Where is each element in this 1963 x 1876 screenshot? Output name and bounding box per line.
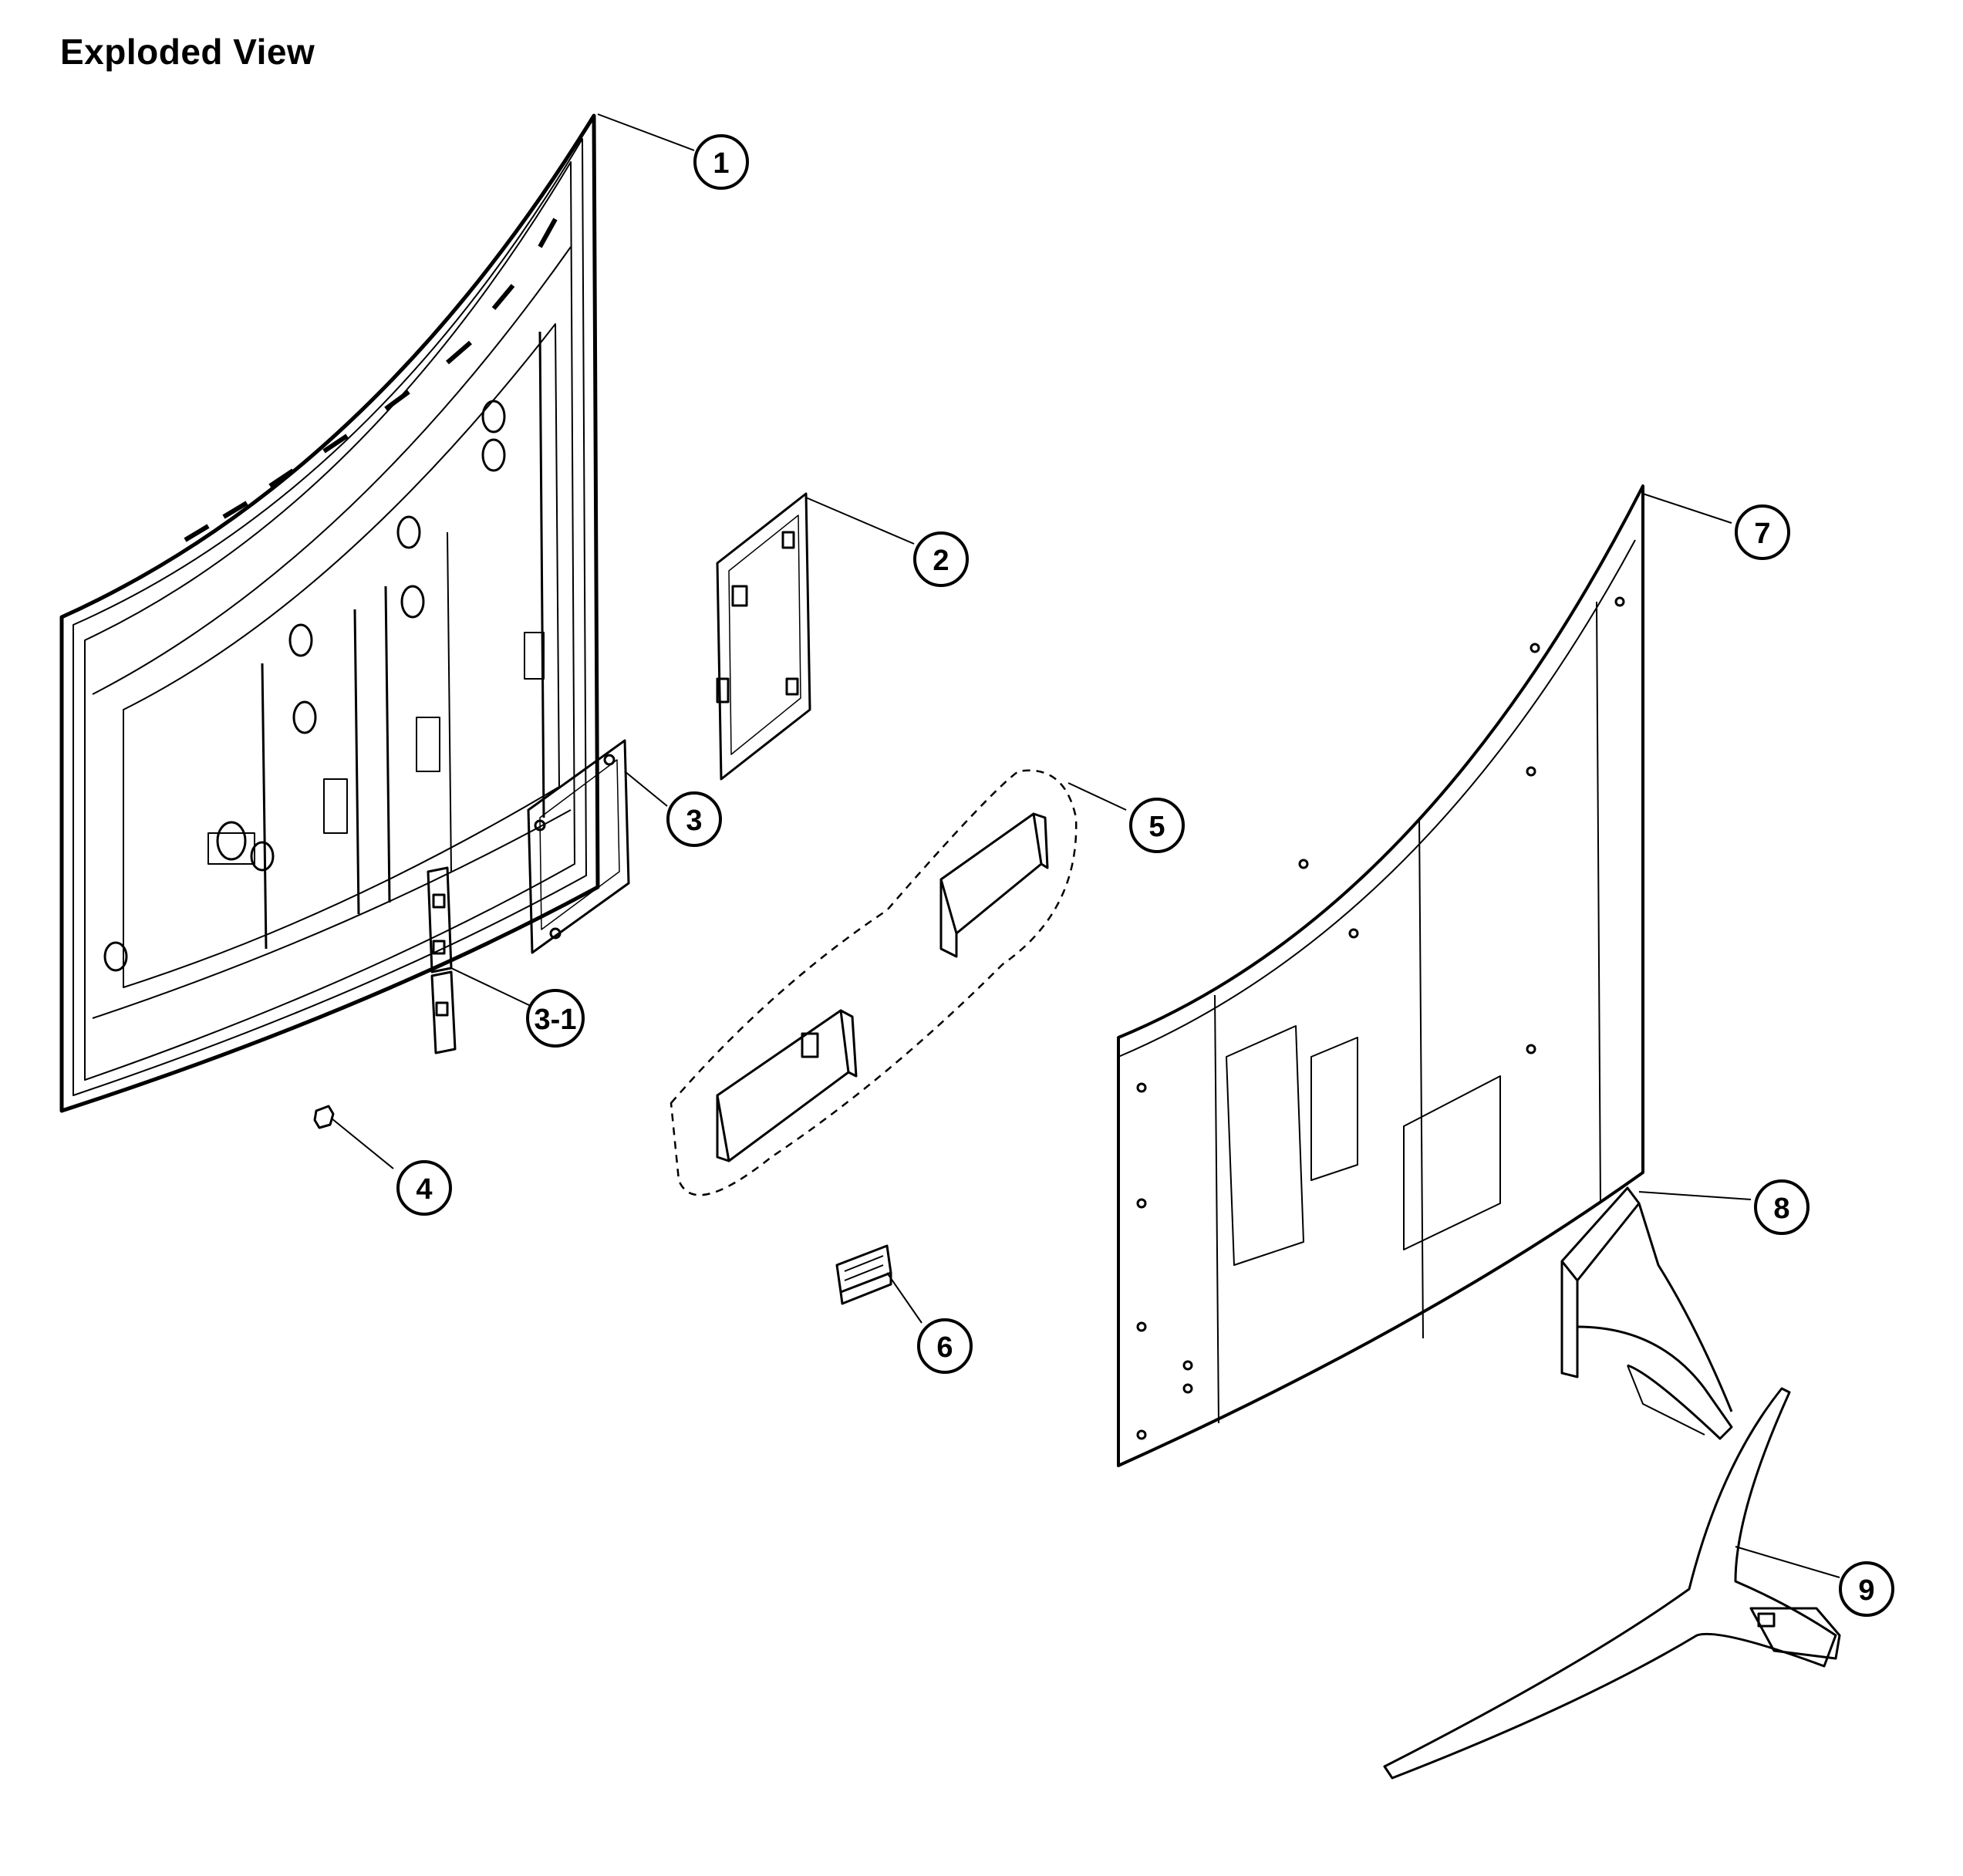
callout-8-label: 8 [1773, 1193, 1789, 1225]
callout-3: 3 [666, 791, 722, 847]
leader-lines [331, 113, 1840, 1578]
callout-4-label: 4 [416, 1173, 432, 1206]
callout-1-label: 1 [713, 147, 729, 180]
part-2-main-board [716, 492, 811, 781]
part-5-wall-mount-set [670, 769, 1078, 1196]
callout-2: 2 [913, 531, 969, 587]
callout-7-label: 7 [1754, 518, 1770, 550]
part-9-stand-base [1383, 1387, 1841, 1780]
callout-3-1-label: 3-1 [535, 1004, 577, 1036]
callout-9-label: 9 [1858, 1574, 1874, 1607]
part-3-1-sub-boards [427, 866, 457, 1054]
callout-8: 8 [1754, 1179, 1810, 1235]
part-7-rear-cover [1117, 484, 1644, 1467]
callout-7: 7 [1735, 504, 1790, 560]
page-title: Exploded View [60, 32, 315, 72]
callout-2-label: 2 [933, 545, 949, 577]
callout-5-label: 5 [1148, 811, 1165, 843]
callout-5: 5 [1129, 798, 1185, 853]
callout-6-label: 6 [936, 1331, 953, 1364]
part-3-power-board [527, 739, 630, 954]
part-4-screw [313, 1105, 335, 1129]
callout-3-label: 3 [686, 805, 702, 837]
part-1-panel-chassis [59, 113, 600, 1113]
callout-3-1: 3-1 [526, 989, 585, 1048]
callout-1: 1 [693, 134, 749, 190]
callout-6: 6 [917, 1318, 973, 1374]
callout-9: 9 [1839, 1561, 1894, 1617]
callout-4: 4 [396, 1160, 452, 1216]
part-8-stand-neck [1560, 1186, 1733, 1440]
part-6-clip [835, 1244, 892, 1305]
